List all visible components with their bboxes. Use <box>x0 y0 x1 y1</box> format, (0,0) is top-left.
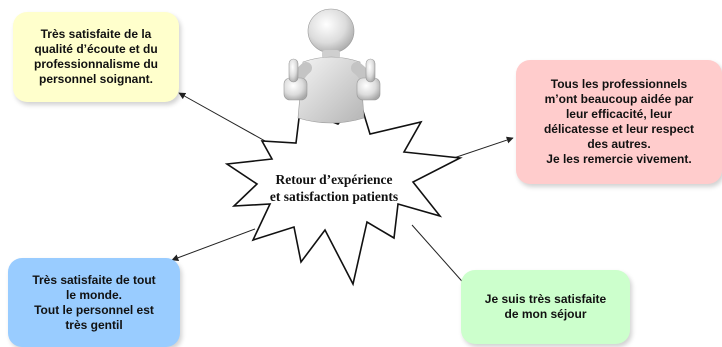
arrow-to-green-card <box>411 224 469 289</box>
starburst-shape <box>224 96 463 287</box>
feedback-text: Tous les professionnels m’ont beaucoup a… <box>543 77 695 166</box>
feedback-text: Je suis très satisfaite de mon séjour <box>484 292 607 321</box>
arrow-to-blue-card <box>171 228 256 262</box>
feedback-card-blue: Très satisfaite de tout le monde. Tout l… <box>8 258 180 347</box>
feedback-text: Très satisfaite de tout le monde. Tout l… <box>32 272 156 332</box>
feedback-card-yellow: Très satisfaite de la qualité d’écoute e… <box>13 12 179 102</box>
feedback-card-pink: Tous les professionnels m’ont beaucoup a… <box>516 60 722 184</box>
center-title: Retour d’expérience et satisfaction pati… <box>269 172 399 204</box>
feedback-text: Très satisfaite de la qualité d’écoute e… <box>33 27 159 86</box>
feedback-card-green: Je suis très satisfaite de mon séjour <box>461 270 630 344</box>
thumbs-up-person-icon <box>283 8 381 124</box>
